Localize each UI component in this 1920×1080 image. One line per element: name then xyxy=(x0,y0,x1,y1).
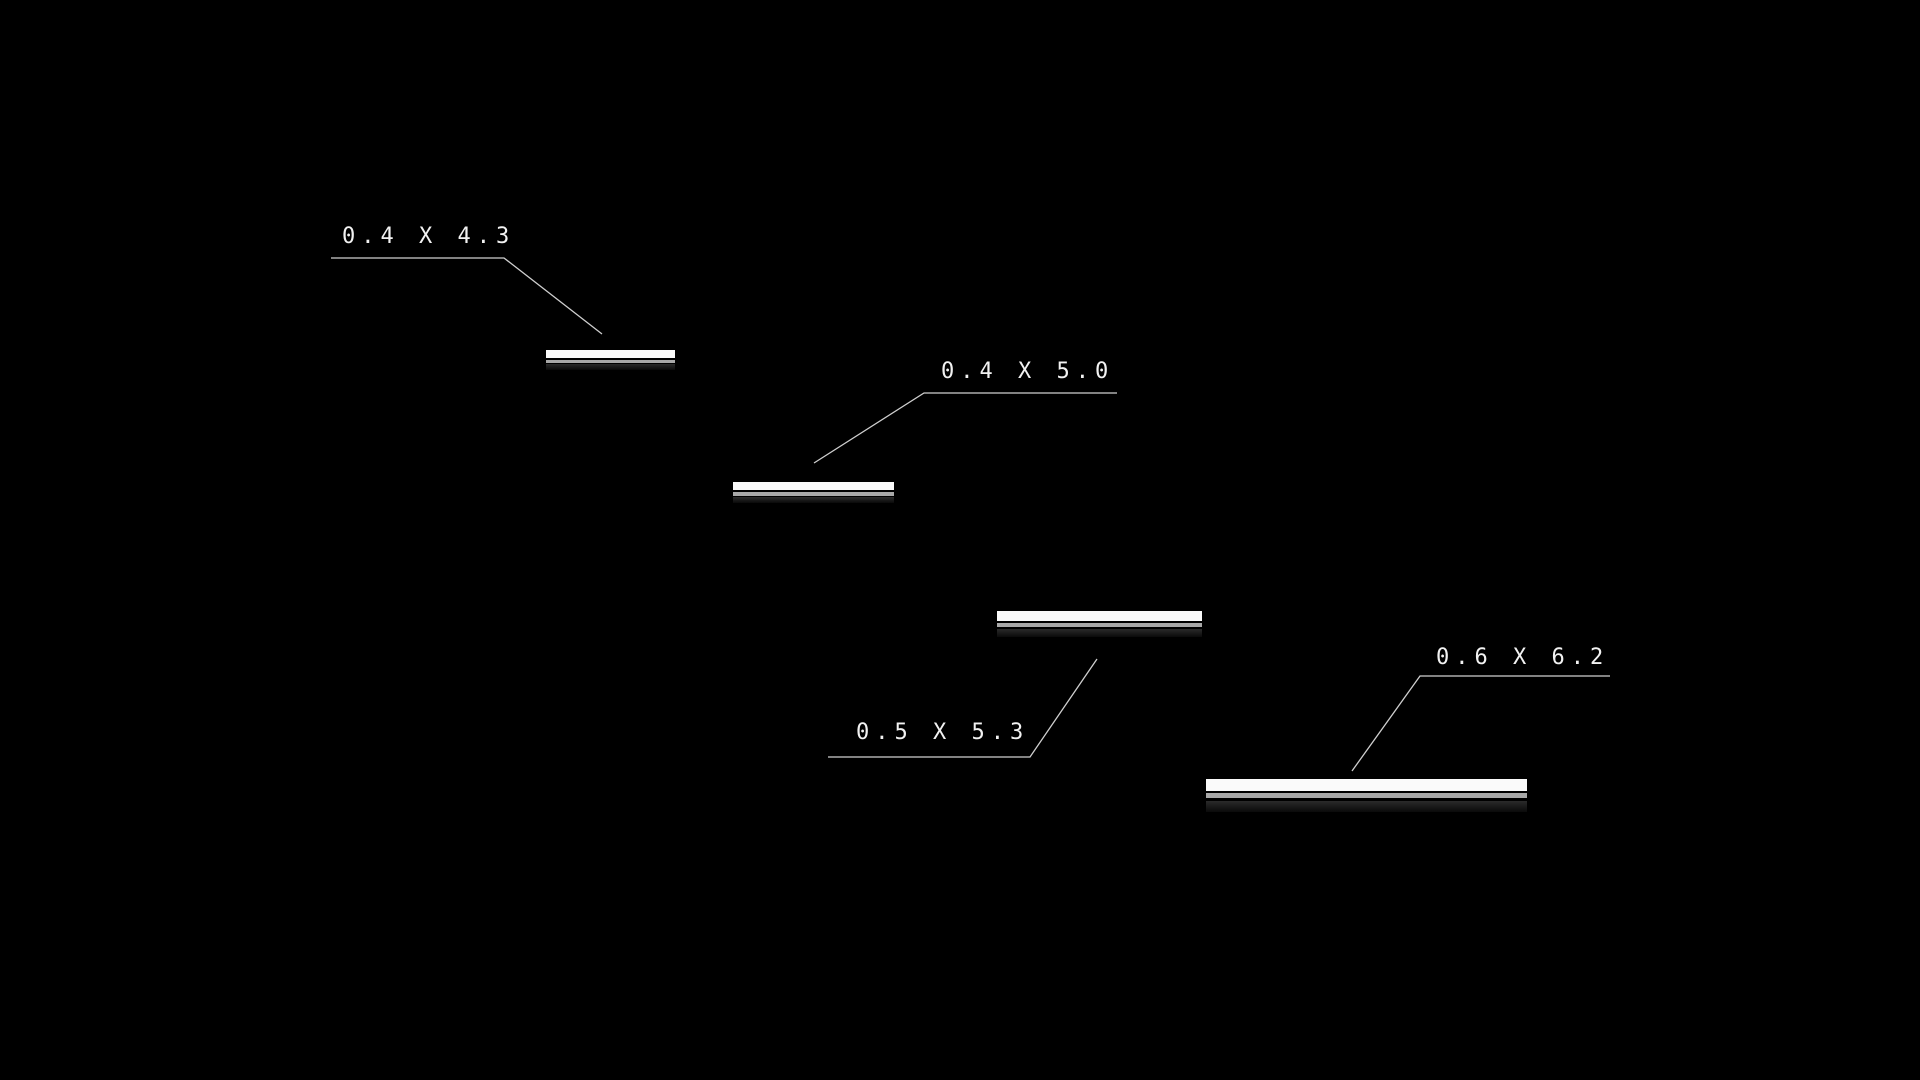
leader-line-1 xyxy=(331,257,603,335)
dimension-label-4: 0.6 X 6.2 xyxy=(1436,645,1610,670)
dimension-label-3: 0.5 X 5.3 xyxy=(856,720,1030,745)
dimension-label-2: 0.4 X 5.0 xyxy=(941,359,1115,384)
dimension-label-1: 0.4 X 4.3 xyxy=(342,224,516,249)
leader-line-3 xyxy=(828,658,1098,758)
profile-bar-4 xyxy=(1206,779,1527,812)
leader-line-2 xyxy=(813,392,1117,464)
profile-bar-2 xyxy=(733,482,894,503)
leader-line-4 xyxy=(1351,675,1610,772)
profile-bar-1 xyxy=(546,350,675,370)
profile-bar-3 xyxy=(997,611,1202,637)
